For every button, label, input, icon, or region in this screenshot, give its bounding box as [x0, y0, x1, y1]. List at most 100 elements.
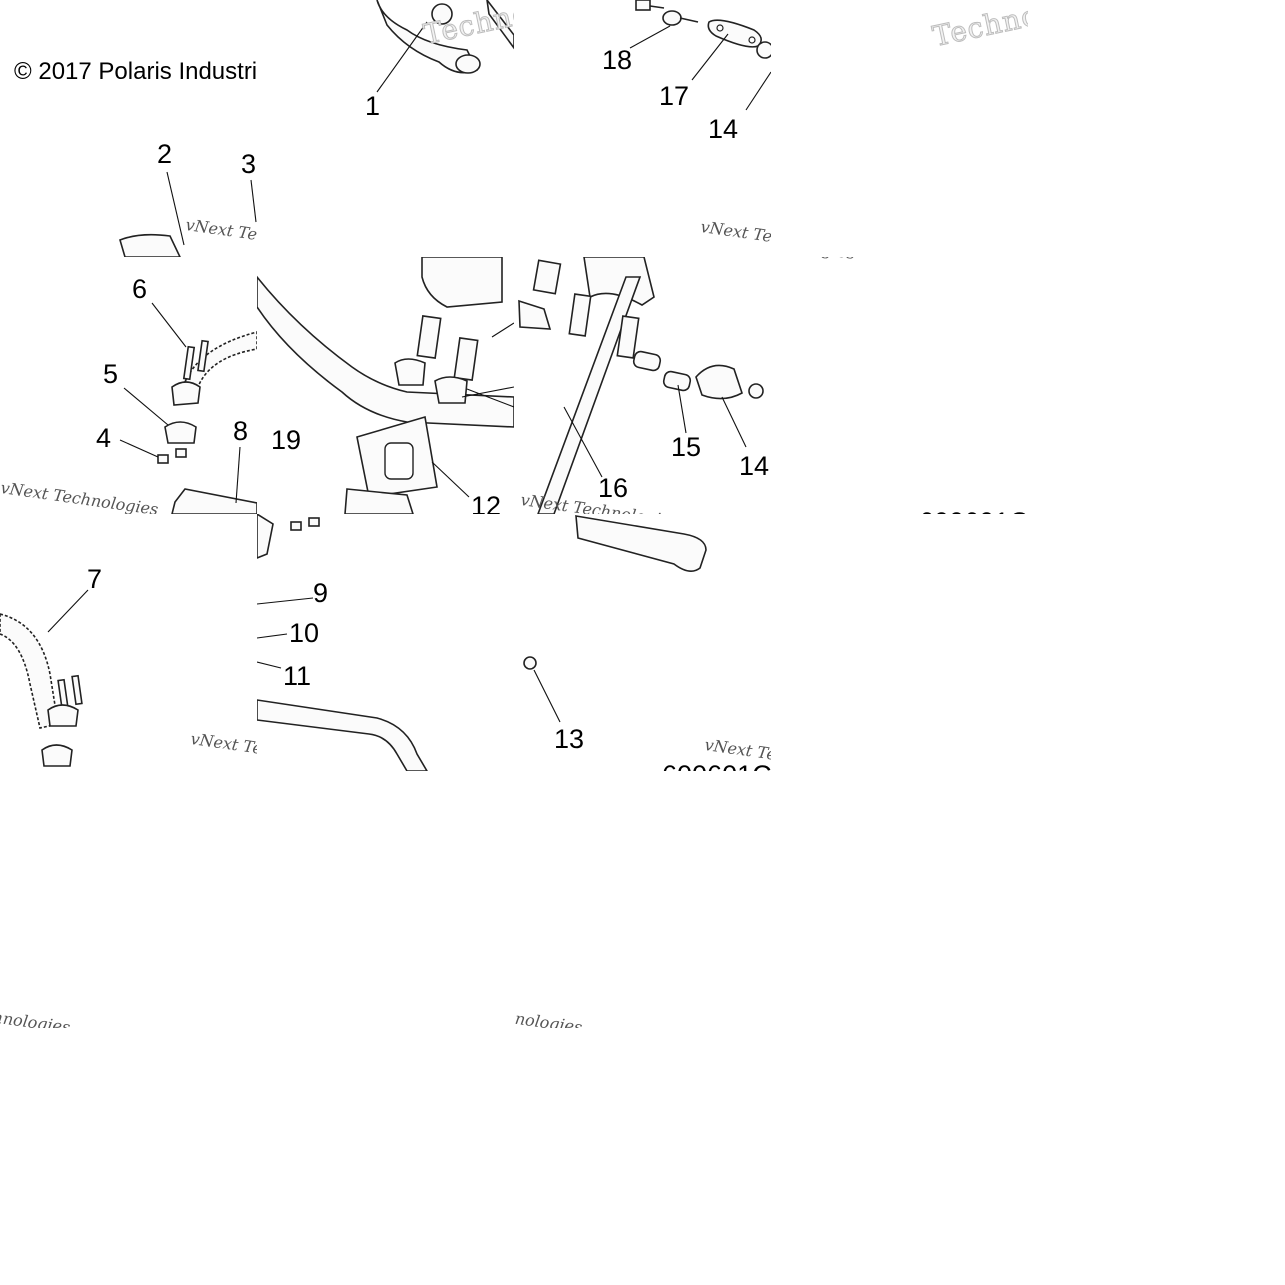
callout-5: 5: [103, 359, 119, 389]
diagram-tile-r3c1: 7 vNext Technologies: [0, 514, 257, 771]
spacer-15-part: [662, 370, 692, 392]
brace-16-part: [537, 276, 642, 514]
clamp-lower-part: [434, 376, 468, 404]
callout-14-top: 14: [708, 114, 739, 144]
diagram-tile-r1c3: 18 17 14 vNext Technologies: [514, 0, 771, 257]
pin-part: [568, 293, 592, 337]
leader-15: [677, 384, 687, 434]
grip-end-part: [455, 54, 481, 74]
riser-base-part: [344, 488, 414, 514]
diagram-tile-r3c3: 13 600601C vNext Technologies: [514, 514, 771, 771]
bar-part: [486, 0, 514, 50]
leader-2: [166, 171, 185, 246]
clamp-5-part: [164, 421, 197, 444]
callout-3: 3: [241, 149, 257, 179]
diagram-tile-r1c2: 1 Technologies: [257, 0, 514, 257]
screw-6-part: [197, 339, 209, 373]
callout-19: 19: [271, 425, 302, 455]
screw-6-part: [182, 345, 196, 381]
nut-19-part: [308, 517, 320, 527]
bolt-head-part: [635, 0, 651, 11]
callout-12: 12: [471, 491, 502, 515]
callout-8: 8: [233, 416, 249, 446]
hole: [716, 24, 724, 32]
hole: [748, 36, 756, 44]
diagram-tile-r2c2: 12 19 Technologies: [257, 257, 514, 514]
nut-19-part: [290, 521, 302, 531]
callout-2: 2: [157, 139, 173, 169]
callout-7: 7: [87, 564, 103, 594]
leader-10: [257, 633, 288, 639]
nut-4-part: [157, 454, 169, 464]
leader-11: [257, 661, 282, 669]
leader-9: [257, 597, 314, 605]
tile-drawing: [376, 0, 514, 93]
bolt-shank-part: [679, 17, 699, 23]
leader-13: [533, 669, 561, 723]
diagram-code-bottom: 600601C: [662, 762, 771, 772]
spacer-part: [632, 350, 662, 372]
diagram-tile-r1c1: © 2017 Polaris Industries Inc. 2 3 vNext…: [0, 0, 257, 257]
bracket-part: [518, 299, 552, 330]
leader-9-top: [491, 322, 514, 338]
watermark-secondary: vNext Technologies: [0, 996, 72, 1028]
screw-part: [57, 678, 69, 710]
washer-14-part: [748, 383, 764, 399]
diagram-tile-r3c4: [771, 514, 1028, 771]
lever-8-part: [171, 488, 257, 514]
leader-12: [431, 461, 470, 498]
leader-4: [119, 439, 159, 458]
riser-block-part: [421, 257, 503, 308]
nut-4-part: [175, 448, 187, 458]
brake-hose-7-part: [0, 613, 59, 729]
clamp-upper-part: [394, 358, 426, 386]
grip-part: [575, 515, 707, 572]
bushing-part: [431, 3, 453, 25]
tile-drawing: [518, 257, 764, 514]
tile-drawing: [523, 515, 707, 723]
leader-6: [151, 302, 187, 348]
riser-slot: [384, 442, 414, 480]
leader-1: [376, 21, 428, 93]
tile-drawing: [119, 171, 257, 257]
clamp-14-part: [695, 364, 743, 400]
leader-3: [250, 179, 257, 223]
callout-1: 1: [365, 91, 381, 121]
callout-13: 13: [554, 724, 585, 754]
watermark-secondary: vNext Technologies: [771, 257, 856, 263]
callout-17: 17: [659, 81, 690, 111]
handlebar-lower-part: [257, 699, 428, 771]
leader-17: [691, 33, 729, 81]
copyright-text-left: © 2017 Polaris Industries Inc.: [14, 58, 257, 85]
leader-11-top: [461, 386, 514, 398]
leader-7: [47, 589, 89, 633]
diagram-tile-r2c4: 600601C vNext Technologies: [771, 257, 1028, 514]
nut-13-part: [523, 656, 537, 670]
watermark-secondary: vNext Technologies: [514, 996, 584, 1028]
diagram-tile-r1c4: Technologies: [771, 0, 1028, 257]
pin-part: [453, 337, 479, 381]
brake-line-part: [183, 331, 257, 389]
tile-drawing: [0, 589, 89, 767]
leader-5: [123, 387, 169, 426]
bolt-18-part: [662, 10, 682, 26]
pin-part: [532, 259, 562, 295]
callout-15: 15: [671, 432, 702, 462]
callout-14: 14: [739, 451, 770, 481]
pin-part: [416, 315, 442, 359]
diagram-tile-r4c3: vNext Technologies: [514, 771, 771, 1028]
washer-14-part: [756, 41, 771, 59]
lever-edge-part: [257, 514, 274, 559]
leader-8: [235, 446, 241, 504]
clamp-part: [171, 381, 201, 406]
leader-16: [563, 406, 603, 478]
handlebar-end-part: [119, 233, 181, 257]
tile-drawing: [257, 257, 514, 514]
callout-4: 4: [96, 423, 112, 453]
tile-drawing: [119, 302, 257, 514]
callout-11: 11: [283, 661, 312, 691]
callout-9: 9: [313, 578, 329, 608]
diagram-tile-r3c2: 9 10 11: [257, 514, 514, 771]
callout-6: 6: [132, 274, 148, 304]
